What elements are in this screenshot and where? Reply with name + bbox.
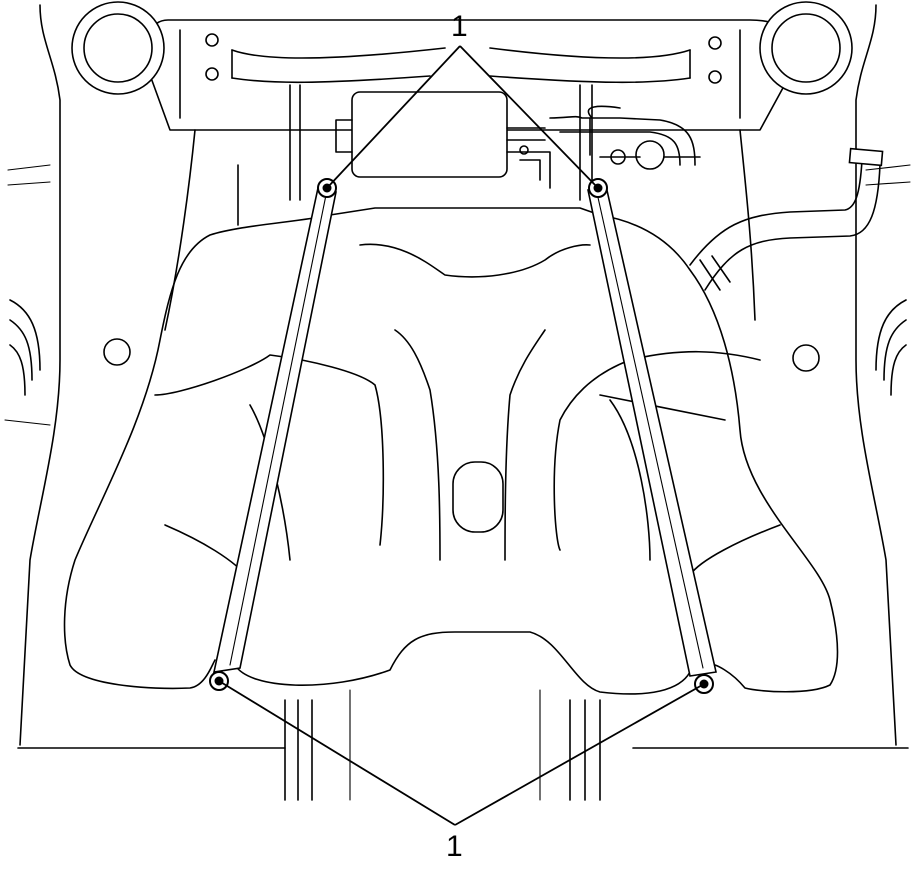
leader-lines-bottom [218,680,705,826]
filler-tube [689,147,884,291]
right-body-rail [855,4,911,746]
frame-members [164,84,756,331]
rear-structure [17,689,909,801]
fuel-lines [549,105,701,170]
strap-bolt-rear-left [209,671,229,691]
leader-lines-top [326,45,599,189]
left-wheel-hub [71,1,165,95]
callout-label-top: 1 [451,10,468,43]
right-wheel-hub [759,1,853,95]
tank-strap-left [212,187,337,673]
callout-label-bottom: 1 [446,830,463,863]
tank-strap-right [587,185,717,677]
fuel-tank [63,207,839,695]
left-body-rail [4,4,61,746]
